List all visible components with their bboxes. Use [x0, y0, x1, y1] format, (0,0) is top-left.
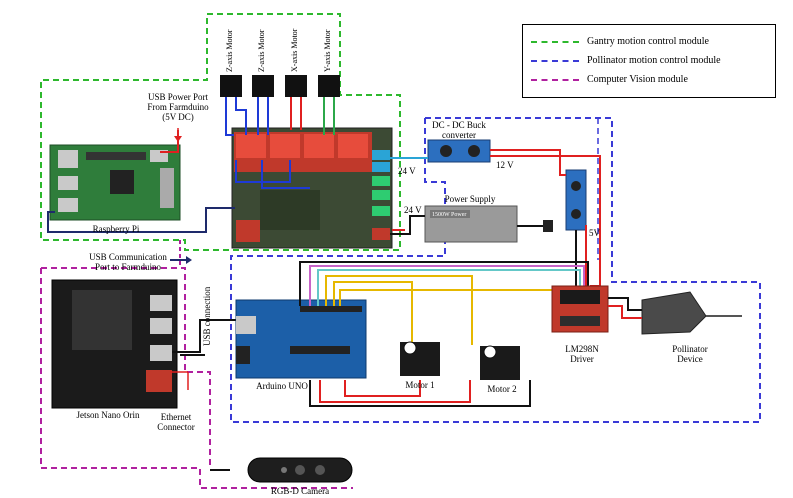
legend-label: Gantry motion control module [587, 36, 709, 47]
pollinator-device [608, 291, 742, 335]
raspberry-pi [49, 144, 181, 221]
motor-wires [225, 97, 335, 189]
power-supply [424, 205, 553, 243]
dcdc-label: DC - DC Buck converter [432, 120, 486, 140]
annotation-arrows [170, 128, 192, 390]
legend-label: Computer Vision module [587, 74, 688, 85]
ethernet-label: Ethernet Connector [157, 412, 195, 432]
lm298n-label: LM298N Driver [565, 344, 599, 364]
cv-module-border-2 [41, 267, 211, 468]
lm298n-driver [551, 285, 609, 333]
rgbd-camera [210, 457, 353, 483]
legend-item-gantry: Gantry motion control module [531, 36, 709, 47]
motor-box-y [318, 75, 340, 97]
jetson-nano [51, 279, 178, 409]
usb-power-port-label: USB Power Port From Farmduino (5V DC) [147, 92, 209, 122]
buck-5v [565, 169, 587, 231]
motor-box-z1 [220, 75, 242, 97]
legend-item-pollinator: Pollinator motion control module [531, 55, 721, 66]
z-axis-motor-label-1: Z-axis Motor [225, 29, 234, 72]
legend-item-cv: Computer Vision module [531, 74, 688, 85]
voltage-12v: 12 V [496, 160, 514, 170]
dcdc-buck-converter [427, 139, 491, 163]
motor-2-label: Motor 2 [487, 384, 517, 394]
voltage-24v-top: 24 V [398, 166, 416, 176]
motor-box-x [285, 75, 307, 97]
pollinator-label: Pollinator Device [672, 344, 708, 364]
power-supply-tag: 1500W Power [432, 212, 467, 218]
legend-swatch-green [531, 40, 579, 43]
arduino-signal-wires [299, 261, 589, 407]
voltage-5v: 5V [589, 228, 600, 238]
raspberry-pi-label: Raspberry Pi [92, 224, 140, 234]
voltage-24v-mid: 24 V [404, 205, 422, 215]
legend-swatch-purple [531, 78, 579, 81]
legend: Gantry motion control module Pollinator … [522, 24, 776, 98]
usb-comm-label: USB Communication Port to Farmduino [89, 252, 167, 272]
legend-label: Pollinator motion control module [587, 55, 721, 66]
gantry-module-border [40, 13, 401, 251]
motor-box-z2 [252, 75, 274, 97]
usb-connection-label: USB connection [202, 286, 212, 346]
arduino-uno [235, 299, 367, 379]
jetson-label: Jetson Nano Orin [76, 410, 140, 420]
servo-motor-2 [480, 345, 520, 380]
servo-motor-1 [400, 341, 440, 376]
motor-1-label: Motor 1 [405, 380, 435, 390]
z-axis-motor-label-2: Z-axis Motor [257, 29, 266, 72]
farmduino-board [231, 127, 393, 249]
rgbd-camera-label: RGB-D Camera [270, 486, 330, 496]
legend-swatch-blue [531, 59, 579, 62]
arduino-label: Arduino UNO [256, 381, 308, 391]
x-axis-motor-label: X-axis Motor [290, 28, 299, 72]
y-axis-motor-label: Y-axis Motor [323, 29, 332, 72]
cv-module-border [40, 268, 353, 489]
power-supply-label: Power Supply [444, 194, 496, 204]
